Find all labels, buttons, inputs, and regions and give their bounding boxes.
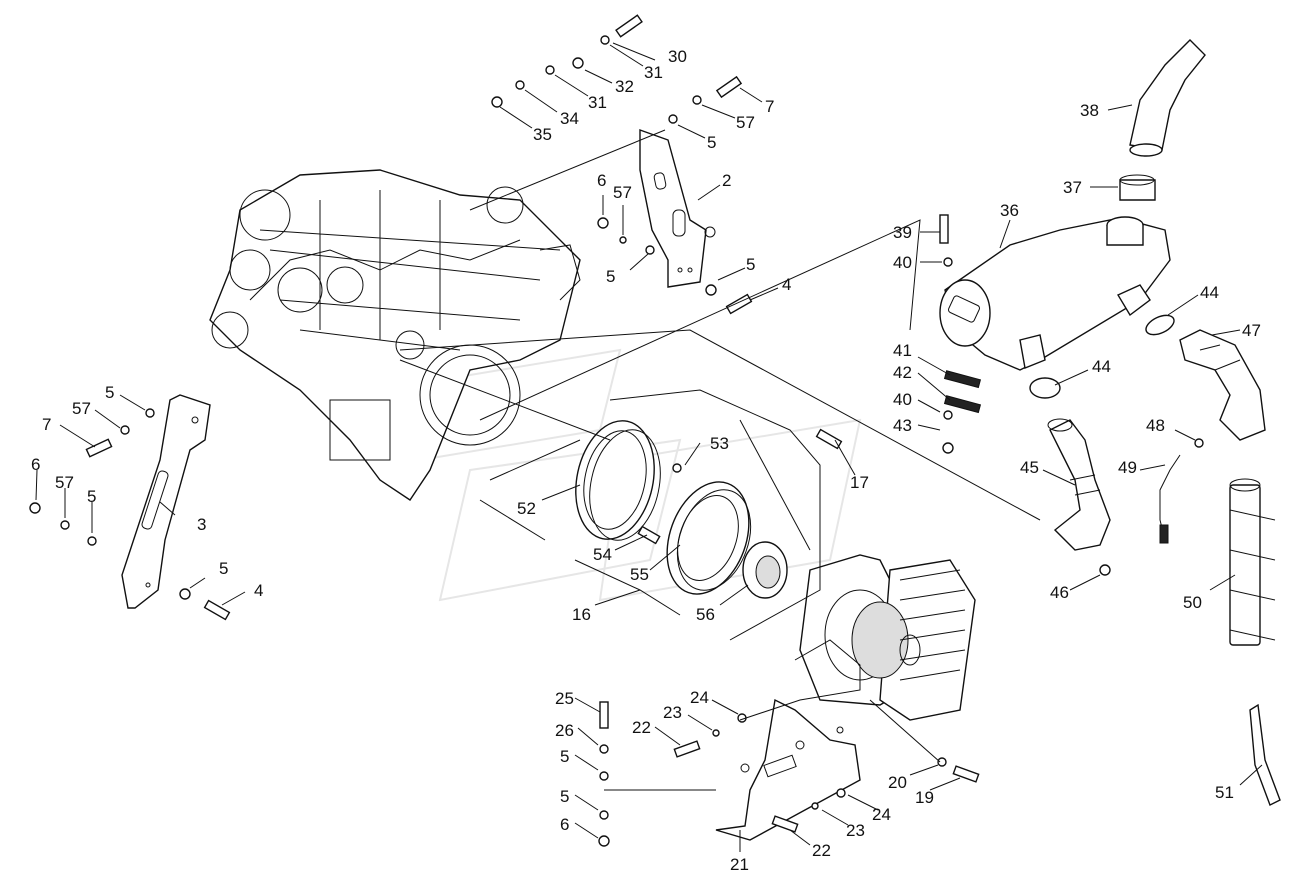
callout-49: 49 xyxy=(1118,458,1137,477)
callout-42: 42 xyxy=(893,363,912,382)
bracket-2 xyxy=(639,129,716,288)
callout-57: 57 xyxy=(736,113,755,132)
callout-17: 17 xyxy=(850,473,869,492)
callout-37: 37 xyxy=(1063,178,1082,197)
callout-24: 24 xyxy=(872,805,891,824)
callout-6: 6 xyxy=(560,815,569,834)
callout-4: 4 xyxy=(254,581,263,600)
callout-54: 54 xyxy=(593,545,612,564)
callout-43: 43 xyxy=(893,416,912,435)
bolts xyxy=(85,14,982,833)
fasteners xyxy=(29,35,1204,847)
callout-5: 5 xyxy=(105,383,114,402)
callout-51: 51 xyxy=(1215,783,1234,802)
callout-46: 46 xyxy=(1050,583,1069,602)
hub-56 xyxy=(742,541,788,599)
ring-gear-52 xyxy=(575,420,661,541)
callout-3: 3 xyxy=(197,515,206,534)
callout-26: 26 xyxy=(555,721,574,740)
callout-56: 56 xyxy=(696,605,715,624)
callout-40: 40 xyxy=(893,253,912,272)
callout-48: 48 xyxy=(1146,416,1165,435)
bracket-21 xyxy=(715,698,861,841)
callout-30: 30 xyxy=(668,47,687,66)
air-filter-36 xyxy=(939,216,1171,371)
callout-38: 38 xyxy=(1080,101,1099,120)
hose-45 xyxy=(1047,418,1111,551)
fan-cooler-unit xyxy=(799,554,976,721)
callout-47: 47 xyxy=(1242,321,1261,340)
callout-5: 5 xyxy=(606,267,615,286)
callout-50: 50 xyxy=(1183,593,1202,612)
callout-2: 2 xyxy=(722,171,731,190)
callout-44: 44 xyxy=(1092,357,1111,376)
callout-32: 32 xyxy=(615,77,634,96)
callout-25: 25 xyxy=(555,689,574,708)
callout-20: 20 xyxy=(888,773,907,792)
callout-57: 57 xyxy=(613,183,632,202)
callout-31: 31 xyxy=(644,63,663,82)
assembly-lines xyxy=(399,129,1041,791)
callout-5: 5 xyxy=(560,747,569,766)
callout-21: 21 xyxy=(730,855,749,874)
callout-39: 39 xyxy=(893,223,912,242)
callout-23: 23 xyxy=(663,703,682,722)
clamp-44a xyxy=(1145,314,1175,336)
callout-4: 4 xyxy=(782,275,791,294)
pipe-50 xyxy=(1229,478,1276,646)
clamp-37 xyxy=(1119,174,1156,201)
sensor-49 xyxy=(1159,454,1181,544)
callout-52: 52 xyxy=(517,499,536,518)
callout-6: 6 xyxy=(597,171,606,190)
callout-31: 31 xyxy=(588,93,607,112)
callout-5: 5 xyxy=(87,487,96,506)
callout-44: 44 xyxy=(1200,283,1219,302)
callout-labels: 30 31 32 31 34 35 7 57 5 2 6 57 5 5 4 39… xyxy=(31,47,1261,874)
callout-34: 34 xyxy=(560,109,579,128)
callout-7: 7 xyxy=(42,415,51,434)
callout-40: 40 xyxy=(893,390,912,409)
leader-lines xyxy=(35,42,1263,852)
callout-36: 36 xyxy=(1000,201,1019,220)
callout-22: 22 xyxy=(812,841,831,860)
callout-24: 24 xyxy=(690,688,709,707)
clamp-44b xyxy=(1029,377,1061,399)
callout-41: 41 xyxy=(893,341,912,360)
hose-51 xyxy=(1249,703,1281,806)
hose-47 xyxy=(1179,329,1266,441)
callout-5: 5 xyxy=(560,787,569,806)
callout-7: 7 xyxy=(765,97,774,116)
callout-16: 16 xyxy=(572,605,591,624)
callout-57: 57 xyxy=(72,399,91,418)
engine-assembly xyxy=(209,169,581,501)
hose-38 xyxy=(1129,39,1206,157)
callout-5: 5 xyxy=(707,133,716,152)
callout-55: 55 xyxy=(630,565,649,584)
bracket-3 xyxy=(121,394,211,609)
callout-23: 23 xyxy=(846,821,865,840)
callout-19: 19 xyxy=(915,788,934,807)
callout-5: 5 xyxy=(746,255,755,274)
gear-55 xyxy=(666,481,752,595)
callout-53: 53 xyxy=(710,434,729,453)
callout-35: 35 xyxy=(533,125,552,144)
callout-57: 57 xyxy=(55,473,74,492)
callout-6: 6 xyxy=(31,455,40,474)
callout-22: 22 xyxy=(632,718,651,737)
callout-45: 45 xyxy=(1020,458,1039,477)
callout-5: 5 xyxy=(219,559,228,578)
